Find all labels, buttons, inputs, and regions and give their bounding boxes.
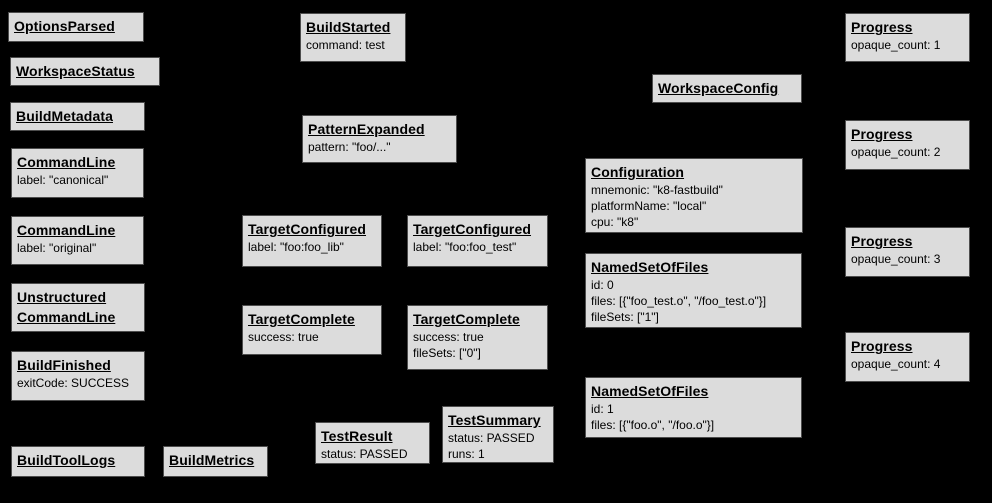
node-field: opaque_count: 2: [851, 145, 941, 159]
node-field: success: true: [248, 330, 319, 344]
node-field: runs: 1: [448, 447, 485, 461]
event-node-targetconfigured: TargetConfigured label: "foo:foo_lib": [242, 215, 382, 267]
node-field: success: true: [413, 330, 484, 344]
node-title: Progress: [851, 126, 913, 142]
node-title: PatternExpanded: [308, 121, 425, 137]
event-node-workspaceconfig: WorkspaceConfig: [652, 74, 802, 103]
node-title: OptionsParsed: [14, 18, 115, 34]
event-node-progress: Progress opaque_count: 1: [845, 13, 970, 62]
node-title: BuildMetadata: [16, 108, 113, 124]
event-node-targetconfigured: TargetConfigured label: "foo:foo_test": [407, 215, 548, 267]
node-field: id: 1: [591, 402, 614, 416]
node-field: status: PASSED: [321, 447, 408, 461]
event-node-patternexpanded: PatternExpanded pattern: "foo/...": [302, 115, 457, 163]
event-node-buildfinished: BuildFinished exitCode: SUCCESS: [11, 351, 145, 401]
node-field: label: "original": [17, 241, 97, 255]
event-node-unstructuredcommandline: Unstructured CommandLine: [11, 283, 145, 332]
node-field: status: PASSED: [448, 431, 535, 445]
node-title: BuildStarted: [306, 19, 391, 35]
node-field: platformName: "local": [591, 199, 707, 213]
event-node-buildtoollogs: BuildToolLogs: [11, 446, 145, 477]
node-title: Unstructured CommandLine: [17, 289, 116, 325]
event-node-buildmetadata: BuildMetadata: [10, 102, 145, 131]
node-title: NamedSetOfFiles: [591, 259, 709, 275]
node-title: CommandLine: [17, 154, 116, 170]
node-title: Configuration: [591, 164, 685, 180]
node-field: label: "canonical": [17, 173, 109, 187]
node-field: opaque_count: 1: [851, 38, 941, 52]
node-title: WorkspaceStatus: [16, 63, 135, 79]
node-title: CommandLine: [17, 222, 116, 238]
node-title: Progress: [851, 233, 913, 249]
node-field: cpu: "k8": [591, 215, 639, 229]
node-field: exitCode: SUCCESS: [17, 376, 130, 390]
node-title: BuildMetrics: [169, 452, 255, 468]
event-node-optionsparsed: OptionsParsed: [8, 12, 144, 42]
node-field: opaque_count: 4: [851, 357, 941, 371]
node-field: label: "foo:foo_lib": [248, 240, 344, 254]
event-node-namedsetoffiles: NamedSetOfFiles id: 1 files: [{"foo.o", "/…: [585, 377, 802, 438]
event-node-namedsetoffiles: NamedSetOfFiles id: 0 files: [{"foo_test.o…: [585, 253, 802, 328]
node-title: BuildToolLogs: [17, 452, 116, 468]
node-title: TestSummary: [448, 412, 541, 428]
event-node-buildmetrics: BuildMetrics: [163, 446, 268, 477]
event-node-commandline: CommandLine label: "original": [11, 216, 144, 265]
event-node-progress: Progress opaque_count: 3: [845, 227, 970, 277]
node-title: BuildFinished: [17, 357, 111, 373]
node-title: NamedSetOfFiles: [591, 383, 709, 399]
node-field: fileSets: ["1"]: [591, 310, 659, 324]
node-field: label: "foo:foo_test": [413, 240, 517, 254]
node-title: Progress: [851, 19, 913, 35]
event-node-configuration: Configuration mnemonic: "k8-fastbuild" pla…: [585, 158, 803, 233]
event-node-testresult: TestResult status: PASSED: [315, 422, 430, 464]
node-field: pattern: "foo/...": [308, 140, 391, 154]
event-node-buildstarted: BuildStarted command: test: [300, 13, 406, 62]
node-field: files: [{"foo.o", "/foo.o"}]: [591, 418, 715, 432]
event-node-targetcomplete: TargetComplete success: true: [242, 305, 382, 355]
node-field: fileSets: ["0"]: [413, 346, 481, 360]
node-title: TargetComplete: [413, 311, 520, 327]
node-field: mnemonic: "k8-fastbuild": [591, 183, 723, 197]
event-node-progress: Progress opaque_count: 4: [845, 332, 970, 382]
event-node-progress: Progress opaque_count: 2: [845, 120, 970, 170]
event-node-commandline: CommandLine label: "canonical": [11, 148, 144, 198]
event-node-workspacestatus: WorkspaceStatus: [10, 57, 160, 86]
node-title: TargetConfigured: [413, 221, 532, 237]
event-node-targetcomplete: TargetComplete success: true fileSets: ["0…: [407, 305, 548, 370]
node-field: command: test: [306, 38, 385, 52]
node-title: TestResult: [321, 428, 393, 444]
node-title: Progress: [851, 338, 913, 354]
node-title: TargetConfigured: [248, 221, 367, 237]
node-field: opaque_count: 3: [851, 252, 941, 266]
node-title: TargetComplete: [248, 311, 355, 327]
node-field: id: 0: [591, 278, 614, 292]
event-node-testsummary: TestSummary status: PASSED runs: 1: [442, 406, 554, 463]
node-field: files: [{"foo_test.o", "/foo_test.o"}]: [591, 294, 767, 308]
node-title: WorkspaceConfig: [658, 80, 779, 96]
